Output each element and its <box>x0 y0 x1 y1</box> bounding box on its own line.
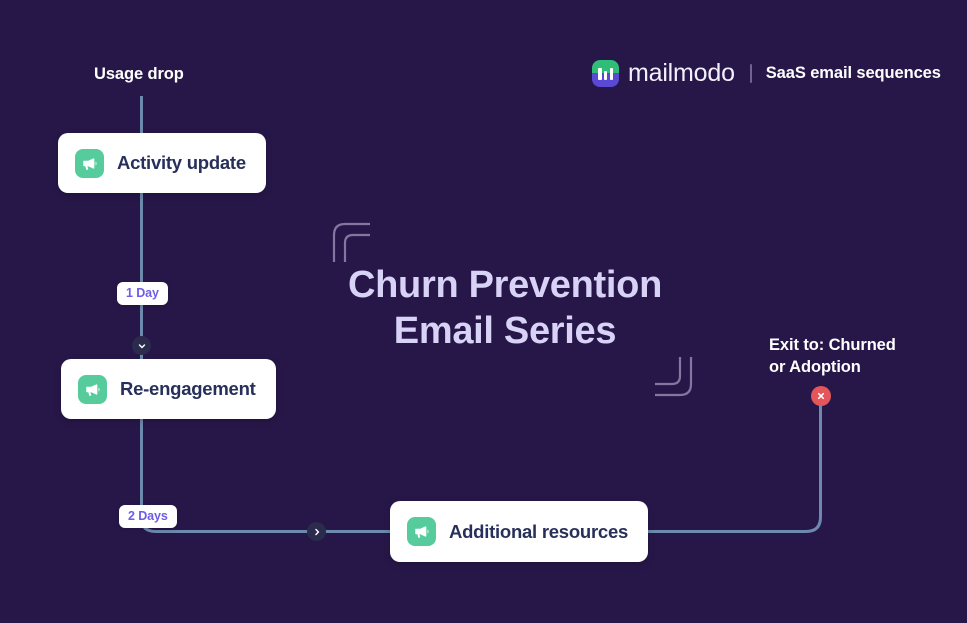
exit-label: Exit to: Churned or Adoption <box>769 335 896 379</box>
mailmodo-logo-icon <box>592 59 619 87</box>
delay-pill-1-day[interactable]: 1 Day <box>117 282 168 305</box>
chevron-down-marker[interactable] <box>132 336 151 355</box>
node-activity-update[interactable]: Activity update <box>58 133 266 193</box>
megaphone-icon <box>78 374 107 404</box>
brand-tagline: SaaS email sequences <box>765 63 941 82</box>
node-label: Re-engagement <box>120 378 256 399</box>
node-label: Activity update <box>117 152 246 173</box>
node-label: Additional resources <box>449 520 629 542</box>
decor-corner-bottomright <box>655 357 693 397</box>
megaphone-icon <box>407 517 436 546</box>
page-title: Churn Prevention Email Series <box>305 262 705 355</box>
trigger-label: Usage drop <box>94 65 184 83</box>
megaphone-icon <box>75 148 104 178</box>
delay-pill-2-days[interactable]: 2 Days <box>119 505 177 528</box>
node-additional-resources[interactable]: Additional resources <box>390 501 649 562</box>
exit-marker[interactable] <box>811 386 831 406</box>
exit-label-line1: Exit to: Churned <box>769 336 896 354</box>
node-re-engagement[interactable]: Re-engagement <box>61 359 276 419</box>
exit-label-line2: or Adoption <box>769 357 861 376</box>
decor-corner-topleft <box>332 222 370 262</box>
brand-header: mailmodo SaaS email sequences <box>592 58 941 88</box>
page-title-line1: Churn Prevention <box>347 264 662 306</box>
chevron-right-marker[interactable] <box>307 522 326 541</box>
brand-divider <box>749 63 752 83</box>
chevron-down-icon <box>138 343 145 348</box>
chevron-right-icon <box>314 528 319 535</box>
close-x-icon <box>817 392 825 400</box>
page-title-line2: Email Series <box>393 310 617 353</box>
brand-name: mailmodo <box>628 58 735 87</box>
